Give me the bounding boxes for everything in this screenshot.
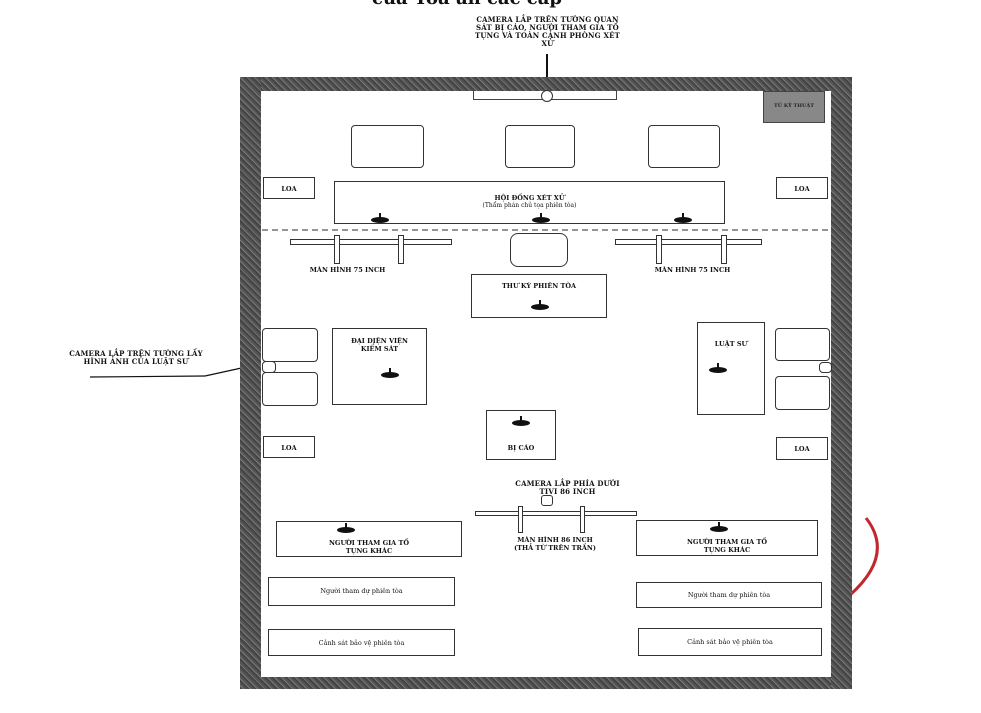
lawyer-table: LUẬT SƯ bbox=[697, 322, 765, 415]
wall-left bbox=[240, 77, 261, 689]
red-stamp bbox=[849, 517, 879, 597]
microphone-icon bbox=[512, 416, 530, 426]
judge-chair bbox=[505, 125, 575, 168]
camera-bottom-icon bbox=[541, 495, 553, 506]
microphone-icon bbox=[674, 213, 692, 223]
microphone-icon bbox=[709, 363, 727, 373]
screen-leg bbox=[398, 235, 404, 264]
screen-75-right-label: MÀN HÌNH 75 INCH bbox=[654, 266, 731, 274]
wall-bottom bbox=[240, 677, 852, 689]
screen-leg bbox=[721, 235, 727, 264]
screen-86-label-1: MÀN HÌNH 86 INCH bbox=[517, 536, 593, 544]
attendees-left: Người tham dự phiên tòa bbox=[268, 577, 455, 606]
prosecutor-chair bbox=[262, 328, 318, 362]
judges-table: HỘI ĐỒNG XÉT XỬ (Thẩm phán chủ tọa phiên… bbox=[334, 181, 725, 224]
defendant-label: BỊ CÁO bbox=[507, 444, 535, 452]
microphone-icon bbox=[381, 368, 399, 378]
camera-left-label: CAMERA LẮP TRÊN TƯỜNG LẤY HÌNH ẢNH CỦA L… bbox=[69, 349, 203, 366]
defendant-box: BỊ CÁO bbox=[486, 410, 556, 460]
screen-75-left-label: MÀN HÌNH 75 INCH bbox=[309, 266, 386, 274]
other-participants-right: NGƯỜI THAM GIA TỐ TỤNG KHÁC bbox=[636, 520, 818, 556]
screen-86-label-2: (THẢ TỪ TRÊN TRẦN) bbox=[514, 544, 596, 552]
screen-leg bbox=[518, 506, 523, 533]
other-participants-left: NGƯỜI THAM GIA TỐ TỤNG KHÁC bbox=[276, 521, 462, 557]
prosecutor-chair bbox=[262, 372, 318, 406]
lawyer-label: LUẬT SƯ bbox=[714, 340, 748, 348]
page-title: của Tòa án các cấp bbox=[372, 0, 562, 9]
lawyer-chair bbox=[775, 376, 830, 410]
screen-leg bbox=[656, 235, 662, 264]
judges-subtitle: (Thẩm phán chủ tọa phiên tòa) bbox=[482, 202, 577, 209]
microphone-icon bbox=[532, 213, 550, 223]
lawyer-chair bbox=[775, 328, 830, 361]
attendees-right: Người tham dự phiên tòa bbox=[636, 582, 822, 608]
screen-75-left bbox=[290, 239, 452, 245]
tech-cabinet: TỦ KỸ THUẬT bbox=[763, 91, 825, 123]
camera-right-icon bbox=[819, 362, 832, 373]
tech-cabinet-label: TỦ KỸ THUẬT bbox=[774, 103, 814, 109]
screen-75-right bbox=[615, 239, 762, 245]
camera-bottom-label: CAMERA LẮP PHÍA DƯỚI TIVI 86 INCH bbox=[515, 479, 620, 496]
wall-right bbox=[831, 77, 852, 689]
judge-chair bbox=[351, 125, 424, 168]
speaker-bottom-left: LOA bbox=[263, 436, 315, 458]
camera-top-icon bbox=[541, 90, 553, 102]
speaker-top-left: LOA bbox=[263, 177, 315, 199]
screen-leg bbox=[580, 506, 585, 533]
police-right: Cảnh sát bảo vệ phiên tòa bbox=[638, 628, 822, 656]
police-left: Cảnh sát bảo vệ phiên tòa bbox=[268, 629, 455, 656]
wall-top bbox=[240, 77, 852, 91]
judge-chair bbox=[648, 125, 720, 168]
microphone-icon bbox=[710, 522, 728, 532]
clerk-label: THƯ KÝ PHIÊN TÒA bbox=[501, 282, 577, 290]
microphone-icon bbox=[371, 213, 389, 223]
clerk-table: THƯ KÝ PHIÊN TÒA bbox=[471, 274, 607, 318]
speaker-top-right: LOA bbox=[776, 177, 828, 199]
judges-title: HỘI ĐỒNG XÉT XỬ bbox=[494, 194, 565, 202]
screen-86 bbox=[475, 511, 637, 516]
camera-left-pointer bbox=[89, 375, 206, 378]
microphone-icon bbox=[337, 523, 355, 533]
prosecutor-table: ĐẠI DIỆN VIỆN KIỂM SÁT bbox=[332, 328, 427, 405]
camera-top-label: CAMERA LẮP TRÊN TƯỜNG QUAN SÁT BỊ CÁO, N… bbox=[474, 15, 621, 48]
prosecutor-label: ĐẠI DIỆN VIỆN KIỂM SÁT bbox=[351, 337, 408, 353]
clerk-chair bbox=[510, 233, 568, 267]
speaker-bottom-right: LOA bbox=[776, 437, 828, 460]
microphone-icon bbox=[531, 300, 549, 310]
screen-leg bbox=[334, 235, 340, 264]
